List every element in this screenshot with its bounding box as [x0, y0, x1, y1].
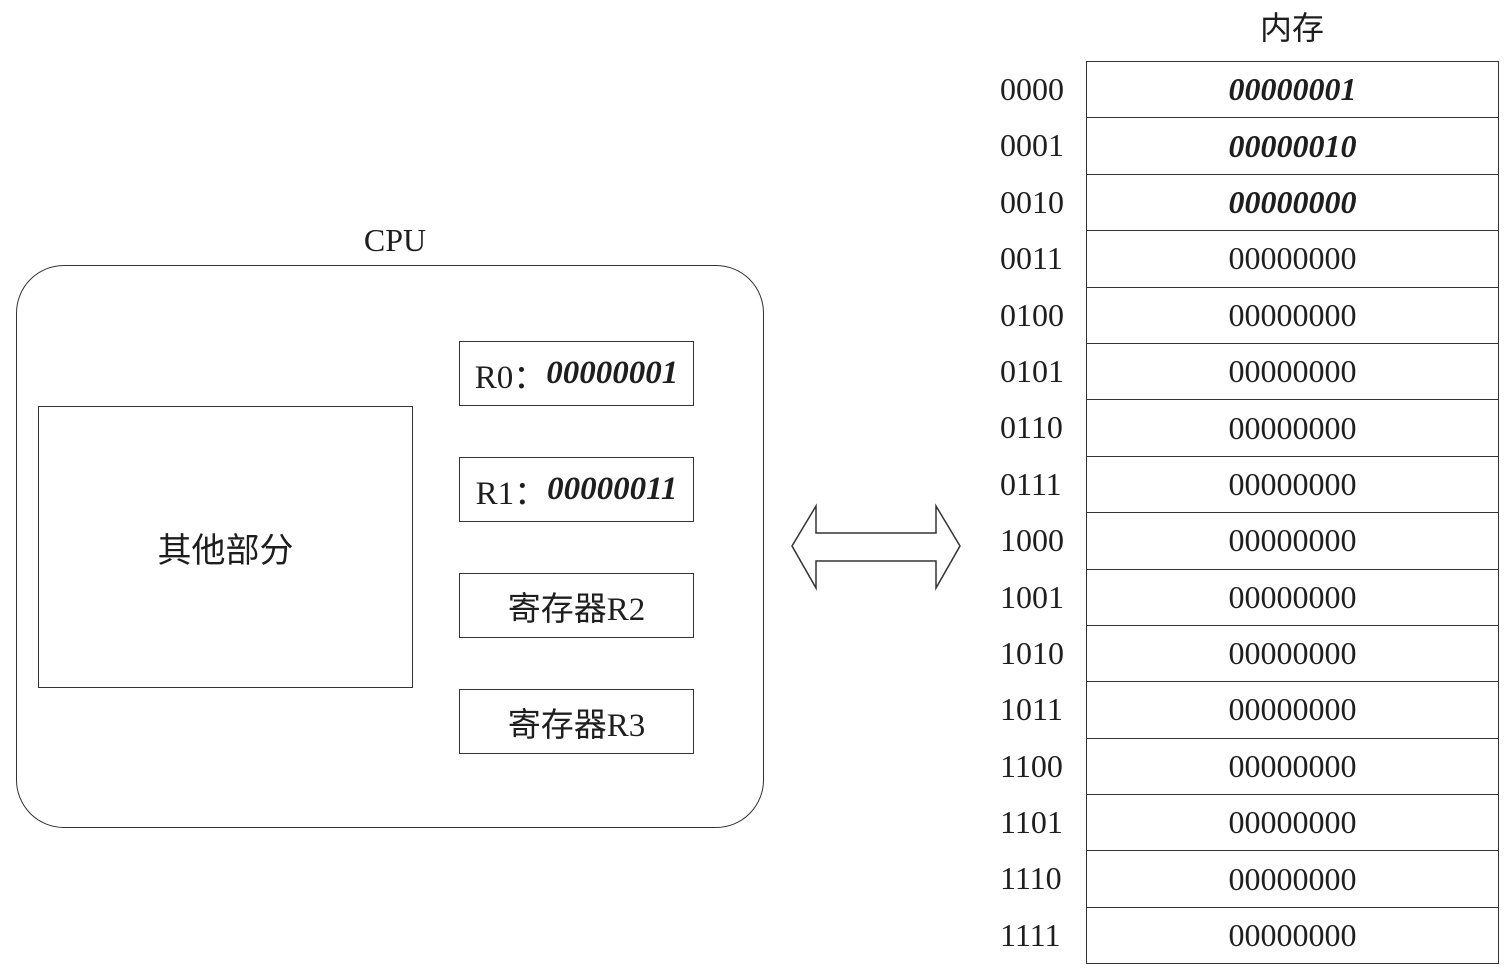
memory-address: 0011 [1000, 240, 1063, 277]
memory-row: 00000000 [1086, 794, 1499, 852]
memory-address: 1111 [1000, 916, 1061, 953]
cpu-title: CPU [363, 222, 427, 258]
memory-title: 内存 [1259, 10, 1324, 46]
memory-row: 00000000 [1086, 173, 1499, 232]
register-r1: R1： 00000011 [459, 457, 694, 522]
memory-address: 1100 [1000, 747, 1063, 784]
memory-cell-value: 00000000 [1086, 737, 1499, 796]
memory-row: 00000000 [1086, 342, 1499, 401]
memory-address: 0100 [1000, 296, 1064, 333]
memory-address: 1000 [1000, 522, 1064, 559]
register-name: 寄存器R2 [507, 591, 646, 628]
memory-address: 0001 [1000, 127, 1064, 164]
memory-cell-value: 00000000 [1086, 568, 1499, 626]
memory-cell-value: 00000000 [1086, 342, 1499, 401]
memory-cell-value: 00000000 [1086, 286, 1499, 344]
other-parts-label: 其他部分 [157, 532, 294, 570]
memory-cell-value: 00000000 [1086, 624, 1499, 683]
memory-address: 0000 [1000, 71, 1064, 107]
memory-cell-value: 00000000 [1086, 455, 1499, 514]
register-r2: 寄存器R2 [459, 573, 694, 638]
register-value: 00000011 [547, 471, 678, 507]
memory-row: 00000000 [1086, 681, 1499, 739]
memory-address: 1010 [1000, 634, 1064, 671]
memory-address: 1011 [1000, 691, 1063, 728]
memory-row: 00000000 [1086, 286, 1499, 344]
register-value: 00000001 [546, 355, 679, 391]
other-parts-box: 其他部分 [38, 406, 413, 688]
memory-cell-value: 00000010 [1086, 117, 1499, 175]
memory-row: 00000000 [1086, 737, 1499, 796]
memory-row: 00000000 [1086, 455, 1499, 514]
memory-cell-value: 00000000 [1086, 681, 1499, 739]
memory-cell-value: 00000000 [1086, 906, 1499, 965]
register-name: R1： [475, 475, 548, 512]
register-name: R0： [474, 359, 547, 396]
memory-address: 0010 [1000, 183, 1064, 220]
memory-cell-value: 00000001 [1086, 60, 1499, 119]
register-r3: 寄存器R3 [459, 689, 694, 754]
memory-cell-value: 00000000 [1086, 850, 1499, 908]
memory-address: 1101 [1000, 804, 1063, 841]
memory-address: 0101 [1000, 352, 1064, 389]
memory-row: 00000000 [1086, 399, 1499, 457]
register-name: 寄存器R3 [507, 707, 646, 744]
address-column: 0000 0001 0010 0011 0100 0101 0110 0111 1000 1001… [1000, 61, 1072, 963]
memory-cell-value: 00000000 [1086, 794, 1499, 852]
memory-row: 00000001 [1086, 60, 1499, 119]
cpu-box [16, 265, 764, 828]
memory-address: 0110 [1000, 409, 1063, 446]
memory-address: 1001 [1000, 578, 1064, 615]
memory-address: 0111 [1000, 465, 1062, 502]
memory-cell-value: 00000000 [1086, 399, 1499, 457]
memory-row: 00000010 [1086, 117, 1499, 175]
memory-row: 00000000 [1086, 568, 1499, 626]
memory-address: 1110 [1000, 860, 1062, 897]
memory-cell-value: 00000000 [1086, 173, 1499, 232]
memory-row: 00000000 [1086, 230, 1499, 288]
double-headed-arrow-icon [791, 503, 961, 591]
memory-cell-value: 00000000 [1086, 512, 1499, 570]
memory-row: 00000000 [1086, 906, 1499, 965]
memory-row: 00000000 [1086, 850, 1499, 908]
memory-row: 00000000 [1086, 624, 1499, 683]
register-r0: R0： 00000001 [459, 341, 694, 406]
memory-row: 00000000 [1086, 512, 1499, 570]
memory-cell-value: 00000000 [1086, 230, 1499, 288]
